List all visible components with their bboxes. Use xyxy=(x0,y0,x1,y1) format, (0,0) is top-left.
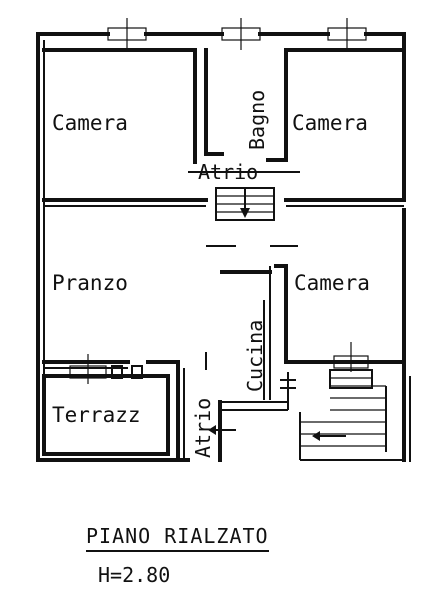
terrazzo-walls xyxy=(42,354,170,456)
floor-plan: Camera Bagno Camera Atrio Pranzo Camera … xyxy=(36,18,411,462)
ceiling-height: H=2.80 xyxy=(98,563,171,587)
room-label-cucina: Cucina xyxy=(243,320,267,392)
top-windows xyxy=(107,18,367,50)
room-label-camera-e: Camera xyxy=(294,271,370,295)
room-label-terrazzo: Terrazz xyxy=(52,403,141,427)
lower-stair xyxy=(299,369,404,461)
room-label-camera-ne: Camera xyxy=(292,111,368,135)
middle-partitions xyxy=(42,264,406,400)
east-window xyxy=(333,342,369,372)
room-label-atrio-top: Atrio xyxy=(198,160,258,184)
room-label-pranzo: Pranzo xyxy=(52,271,128,295)
room-label-bagno: Bagno xyxy=(245,90,269,150)
lower-atrio-walls xyxy=(176,352,296,462)
room-label-atrio-bottom: Atrio xyxy=(191,398,215,458)
room-label-camera-nw: Camera xyxy=(52,111,128,135)
floor-title: PIANO RIALZATO xyxy=(86,524,269,552)
upper-stair xyxy=(215,187,275,221)
upper-partitions xyxy=(42,48,406,207)
